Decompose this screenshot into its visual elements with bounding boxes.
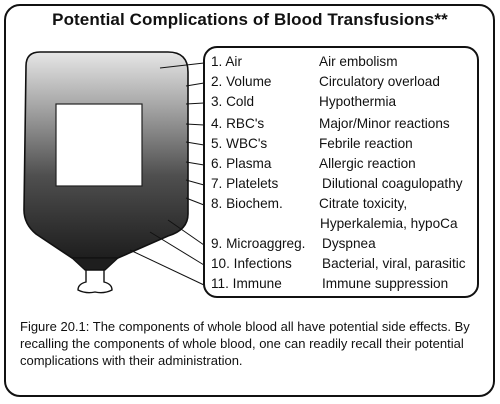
leader-line xyxy=(185,141,205,146)
complication-label: Dyspnea xyxy=(322,236,376,251)
components-list-box xyxy=(203,46,479,298)
complication-label: Hyperkalemia, hypoCa xyxy=(320,216,458,231)
leader-line xyxy=(185,197,205,206)
leader-line xyxy=(129,249,205,286)
figure-title: Potential Complications of Blood Transfu… xyxy=(52,10,448,29)
leader-line xyxy=(167,219,205,246)
complication-label: Citrate toxicity, xyxy=(319,196,408,211)
component-label: 9. Microaggreg. xyxy=(211,236,306,251)
component-label: 2. Volume xyxy=(211,74,272,89)
leader-line xyxy=(185,102,205,105)
figure-frame xyxy=(4,4,495,397)
complication-label: Circulatory overload xyxy=(319,74,440,89)
complication-label: Dilutional coagulopathy xyxy=(322,176,463,191)
leader-line xyxy=(185,161,205,166)
component-label: 11. Immune xyxy=(211,276,282,291)
component-label: 4. RBC's xyxy=(211,116,265,131)
component-label: 1. Air xyxy=(211,54,242,69)
figure-caption: Figure 20.1: The components of whole blo… xyxy=(20,319,470,368)
component-label: 3. Cold xyxy=(211,94,255,109)
complication-label: Bacterial, viral, parasitic xyxy=(322,256,466,271)
component-label: 8. Biochem. xyxy=(211,196,283,211)
complication-label: Hypothermia xyxy=(319,94,397,109)
leader-line xyxy=(159,62,205,69)
component-label: 5. WBC's xyxy=(211,136,268,151)
leader-line xyxy=(185,82,205,87)
component-label: 6. Plasma xyxy=(211,156,272,171)
component-label: 7. Platelets xyxy=(211,176,279,191)
leader-lines xyxy=(129,62,205,286)
leader-line xyxy=(185,123,205,126)
blood-bag-label xyxy=(55,103,143,187)
complication-label: Major/Minor reactions xyxy=(319,116,450,131)
leader-line xyxy=(185,179,205,186)
blood-bag-port xyxy=(77,269,113,294)
complication-label: Febrile reaction xyxy=(319,136,413,151)
blood-bag-neck xyxy=(70,257,120,271)
leader-line xyxy=(149,231,205,266)
complication-label: Air embolism xyxy=(319,54,398,69)
complication-label: Immune suppression xyxy=(322,276,449,291)
component-label: 10. Infections xyxy=(211,256,292,271)
complication-label: Allergic reaction xyxy=(319,156,416,171)
